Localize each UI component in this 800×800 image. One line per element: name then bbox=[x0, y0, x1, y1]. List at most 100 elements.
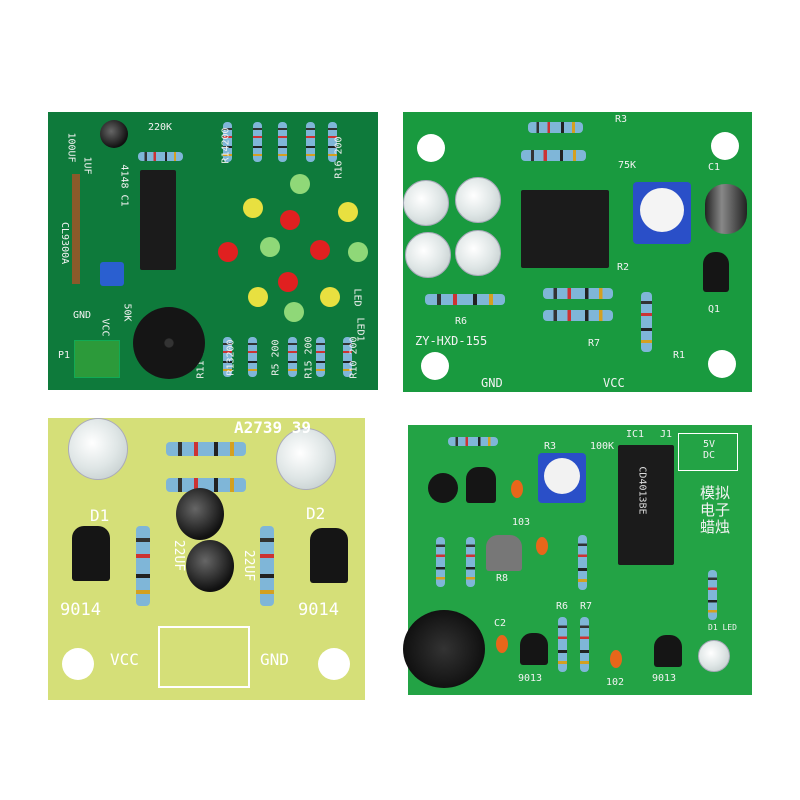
board-label: R13200 bbox=[225, 339, 237, 376]
board-label: R2 bbox=[617, 262, 630, 273]
board-label: D2 bbox=[306, 504, 326, 523]
board-label: P1 bbox=[58, 350, 71, 361]
board-label: R7 bbox=[588, 338, 601, 349]
board-label: GND bbox=[481, 376, 503, 390]
board-label: LED1 bbox=[354, 317, 366, 342]
board-label: R3 bbox=[544, 441, 557, 452]
trimmer-potentiometer bbox=[633, 182, 691, 244]
board-label: Q1 bbox=[708, 304, 721, 315]
board-label: 103 bbox=[512, 517, 531, 528]
resistor bbox=[558, 617, 567, 672]
mount-hole bbox=[62, 648, 94, 680]
resistor bbox=[425, 294, 505, 305]
led-yellow bbox=[243, 198, 263, 218]
board-label: GND bbox=[73, 310, 92, 321]
board-label: CL9300A bbox=[59, 222, 70, 265]
led-yellow bbox=[320, 287, 340, 307]
resistor bbox=[260, 526, 274, 606]
buzzer bbox=[133, 307, 205, 379]
led-flasher-board: CL9300A 220K 100UF 1UF 4148 C1 R14200 R1… bbox=[48, 112, 378, 390]
board-label: 220K bbox=[148, 122, 173, 133]
capacitor bbox=[186, 540, 234, 592]
trimmer-potentiometer bbox=[538, 453, 586, 503]
board-label: R3 bbox=[615, 114, 628, 125]
mount-hole bbox=[711, 132, 739, 160]
resistor bbox=[466, 537, 475, 587]
resistor bbox=[528, 122, 583, 133]
resistor bbox=[248, 337, 257, 377]
breathing-light-board: R3 75K C1 R2 Q1 R6 R7 R1 ZY-HXD-155 GND … bbox=[403, 112, 752, 392]
board-label: 1UF bbox=[81, 156, 93, 175]
capacitor bbox=[100, 120, 128, 148]
board-label: A2739 39 bbox=[234, 418, 312, 437]
resistor bbox=[328, 122, 337, 162]
resistor bbox=[343, 337, 352, 377]
board-label: VCC bbox=[99, 318, 111, 337]
board-label: VCC bbox=[603, 376, 625, 390]
resistor bbox=[521, 150, 586, 161]
power-label-box bbox=[678, 433, 738, 471]
board-label: 模拟电子蜡烛 bbox=[700, 484, 731, 536]
led-green bbox=[284, 302, 304, 322]
ic-chip bbox=[521, 190, 609, 268]
power-connector-outline bbox=[158, 626, 250, 688]
ic-chip bbox=[618, 445, 674, 565]
board-label: R6 bbox=[556, 601, 569, 612]
board-label: GND bbox=[260, 650, 289, 669]
board-label: R1 bbox=[673, 350, 686, 361]
led-red bbox=[280, 210, 300, 230]
ceramic-capacitor bbox=[536, 537, 548, 555]
transistor bbox=[703, 252, 729, 292]
resistor bbox=[306, 122, 315, 162]
clear-led bbox=[455, 230, 501, 276]
clear-led bbox=[698, 640, 730, 672]
board-label: R14200 bbox=[220, 127, 232, 164]
board-label: 9013 bbox=[652, 673, 677, 684]
board-label: 5V DC bbox=[702, 439, 716, 461]
resistor bbox=[708, 570, 717, 620]
led-red bbox=[218, 242, 238, 262]
board-label: R15 200 bbox=[303, 336, 315, 379]
led-red bbox=[278, 272, 298, 292]
transistor bbox=[486, 535, 522, 571]
board-label: D1 LED bbox=[708, 623, 737, 632]
board-label: R10 200 bbox=[348, 336, 360, 379]
clear-led bbox=[276, 428, 336, 490]
transistor bbox=[72, 526, 110, 581]
resistor bbox=[138, 152, 183, 161]
capacitor bbox=[176, 488, 224, 540]
resistor bbox=[278, 122, 287, 162]
board-label: 4148 C1 bbox=[118, 164, 130, 207]
board-label: 102 bbox=[606, 677, 625, 688]
clear-led bbox=[68, 418, 128, 480]
resistor bbox=[166, 478, 246, 492]
board-label: R16 200 bbox=[333, 136, 345, 179]
resistor bbox=[578, 535, 587, 590]
ceramic-capacitor bbox=[610, 650, 622, 668]
board-label: D1 bbox=[90, 506, 110, 525]
resistor bbox=[641, 292, 652, 352]
board-label: 9014 bbox=[60, 600, 101, 620]
terminal-block bbox=[74, 340, 120, 378]
board-label: 9014 bbox=[298, 600, 339, 620]
resistor bbox=[316, 337, 325, 377]
capacitor bbox=[705, 184, 747, 234]
resistor bbox=[223, 122, 232, 162]
led-green bbox=[260, 237, 280, 257]
resistor bbox=[136, 526, 150, 606]
microphone bbox=[403, 610, 485, 688]
resistor bbox=[166, 442, 246, 456]
resistor bbox=[543, 288, 613, 299]
led-yellow bbox=[338, 202, 358, 222]
electronic-candle-board: 103 R3 100K J1 5V DC IC1 CD4013BE 模拟电子蜡烛… bbox=[403, 425, 752, 695]
transistor bbox=[310, 528, 348, 583]
resistor bbox=[543, 310, 613, 321]
board-label: C1 bbox=[708, 162, 721, 173]
board-label: 50K bbox=[121, 303, 133, 322]
board-label: CD4013BE bbox=[636, 466, 648, 515]
led-green bbox=[290, 174, 310, 194]
mount-hole bbox=[318, 648, 350, 680]
board-label: IC1 bbox=[626, 429, 645, 440]
resistor bbox=[223, 337, 232, 377]
transistor bbox=[466, 467, 496, 503]
